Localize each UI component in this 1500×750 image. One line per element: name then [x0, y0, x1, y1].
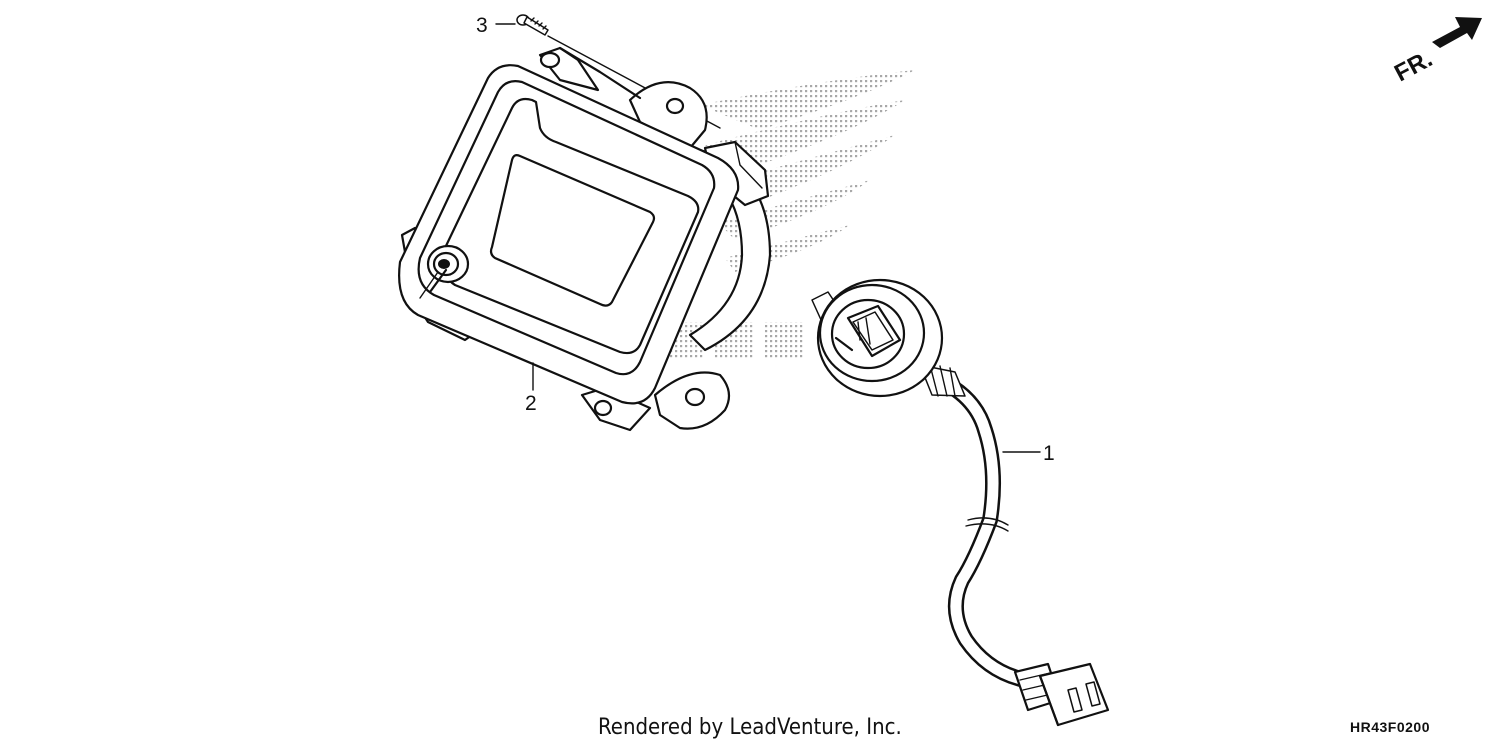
- callout-part-2: 2: [525, 392, 537, 415]
- reset-knob: [419, 244, 470, 299]
- callout-part-1: 1: [1043, 442, 1055, 465]
- callout-part-3: 3: [476, 14, 488, 37]
- front-label: FR.: [1390, 45, 1437, 87]
- control-unit-part-2: [398, 46, 772, 432]
- front-arrow-icon: FR.: [1390, 17, 1482, 87]
- diagram-code: HR43F0200: [1350, 719, 1430, 735]
- leader-lines: [495, 23, 1041, 453]
- footer-credit: Rendered by LeadVenture, Inc.: [598, 715, 902, 740]
- socket-harness-part-1: [811, 278, 1110, 727]
